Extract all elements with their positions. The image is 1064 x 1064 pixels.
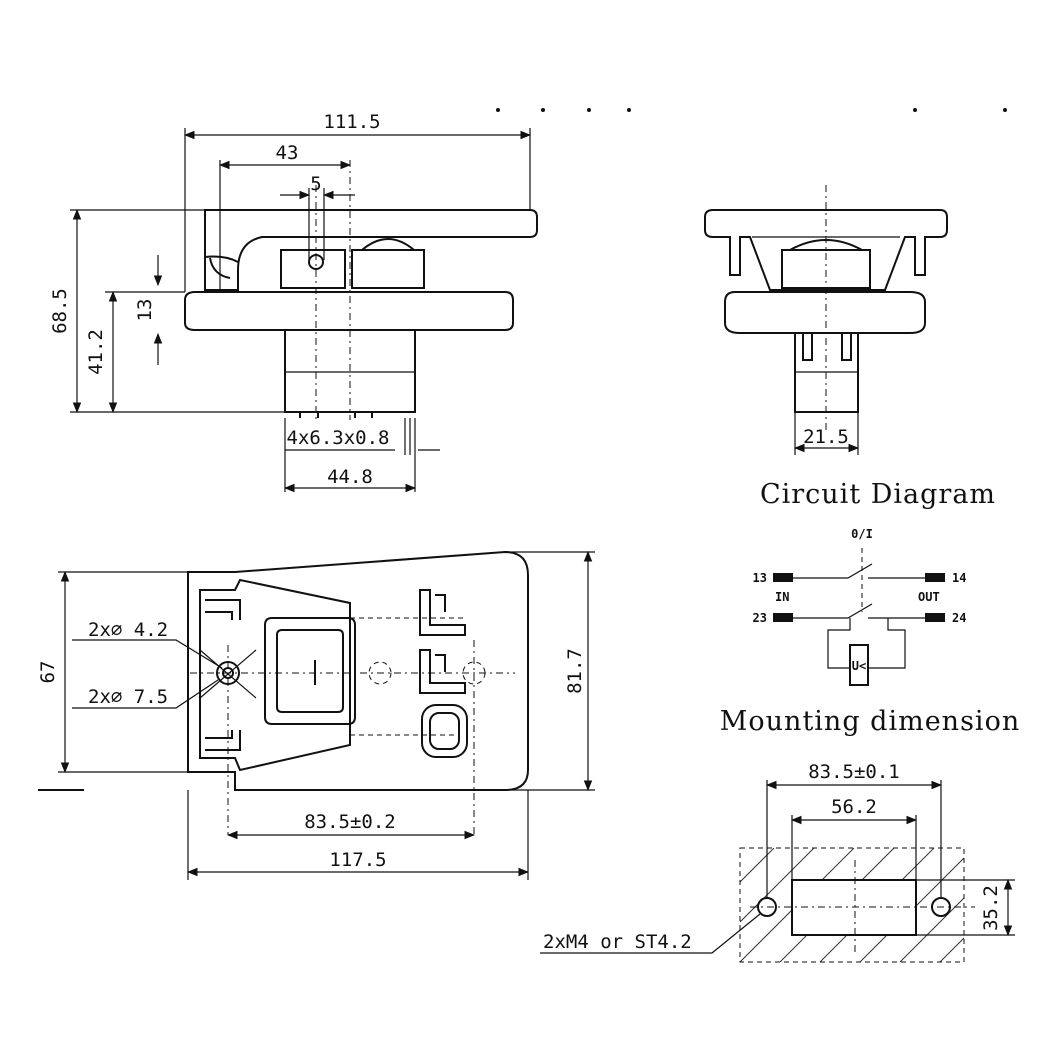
stray-dots — [496, 108, 1007, 112]
dim-81-7: 81.7 — [564, 648, 586, 694]
out-label: OUT — [918, 590, 940, 604]
dim-width-total: 111.5 — [323, 111, 380, 133]
mounting-title: Mounting dimension — [720, 706, 1020, 737]
dim-terminals: 4x6.3x0.8 — [287, 427, 390, 449]
dim-13: 13 — [134, 299, 156, 322]
front-view — [38, 550, 595, 880]
coil-label: U< — [852, 659, 866, 673]
top-view — [70, 128, 538, 493]
hole-small-label: 2x∅ 4.2 — [88, 619, 168, 641]
hole-large-label: 2x∅ 7.5 — [88, 686, 168, 708]
mounting-diagram — [540, 780, 1015, 963]
circuit-title: Circuit Diagram — [760, 479, 996, 510]
dim-43: 43 — [276, 142, 299, 164]
mount-dim-56-2: 56.2 — [831, 796, 877, 818]
screws-label: 2xM4 or ST4.2 — [543, 931, 692, 953]
terminal-14: 14 — [952, 571, 966, 585]
mount-dim-35-2: 35.2 — [980, 885, 1002, 931]
terminal-23: 23 — [753, 611, 767, 625]
terminal-24: 24 — [952, 611, 966, 625]
mount-dim-83-5: 83.5±0.1 — [808, 761, 900, 783]
dim-height-total: 68.5 — [49, 288, 71, 334]
in-label: IN — [775, 590, 789, 604]
circuit-diagram — [773, 548, 945, 686]
dim-21-5: 21.5 — [803, 426, 849, 448]
dim-41-2: 41.2 — [85, 329, 107, 375]
dim-117-5: 117.5 — [329, 849, 386, 871]
side-view — [704, 185, 948, 455]
terminal-13: 13 — [753, 571, 767, 585]
dim-67: 67 — [37, 661, 59, 684]
dim-83-5-front: 83.5±0.2 — [304, 811, 396, 833]
dim-44-8: 44.8 — [327, 466, 373, 488]
dim-5: 5 — [310, 173, 321, 195]
switch-label: 0/I — [851, 527, 873, 541]
